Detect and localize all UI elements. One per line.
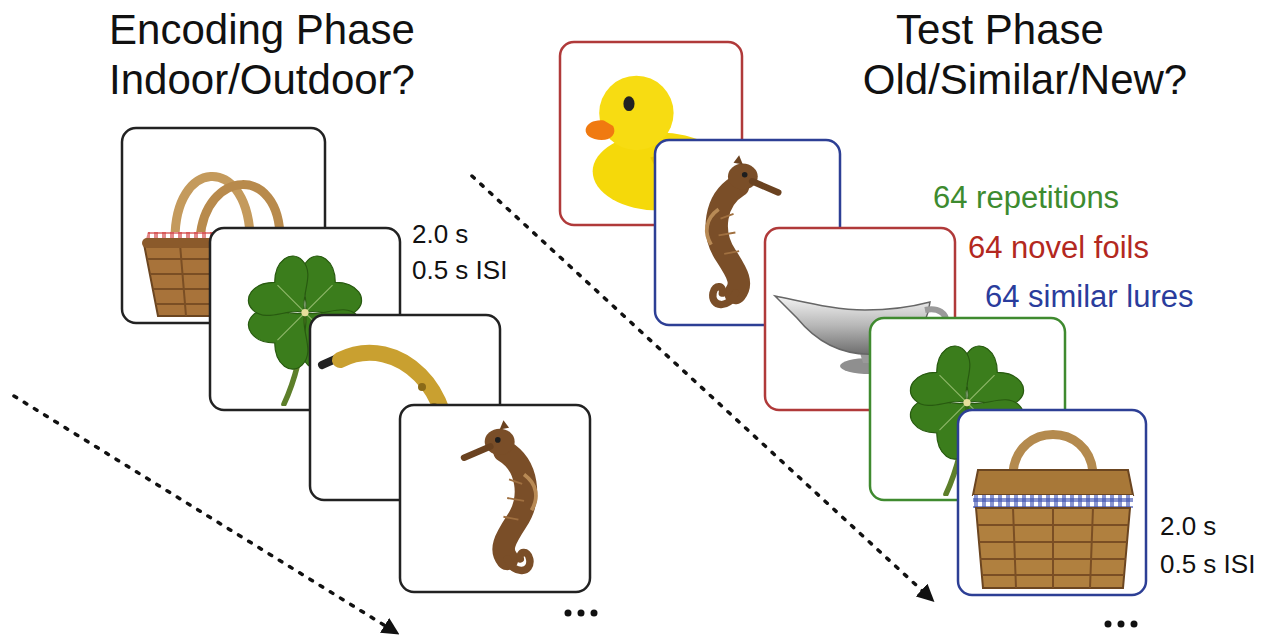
phase-heading: Encoding Phase [109,6,415,54]
card-frame [400,405,590,592]
continuation-dots [565,610,598,617]
phase-heading: Test Phase [896,6,1104,54]
trial-count: 64 similar lures [985,279,1193,315]
task-question: Old/Similar/New? [863,56,1187,104]
seahorse-picture [464,420,536,570]
timing-label: 0.5 s ISI [1160,550,1255,580]
trial-count: 64 novel foils [968,230,1149,266]
basket-body [976,508,1130,588]
task-question: Indoor/Outdoor? [109,56,415,104]
duck-eye [623,96,634,111]
basket-lid [973,470,1133,495]
duck-beak [586,120,615,140]
stimulus-card [958,410,1146,595]
basket-weave [978,508,1128,588]
card-frame [958,410,1146,595]
trial-count: 64 repetitions [933,180,1119,216]
basket-lining [973,495,1133,508]
sax-key [418,383,426,391]
basket-handle [1013,435,1093,473]
timing-label: 2.0 s [1160,512,1216,542]
continuation-dots [1105,621,1138,628]
duck-head [599,76,673,150]
timing-label: 2.0 s [412,220,468,250]
timing-label: 0.5 s ISI [412,256,507,286]
stimulus-card [400,405,590,592]
